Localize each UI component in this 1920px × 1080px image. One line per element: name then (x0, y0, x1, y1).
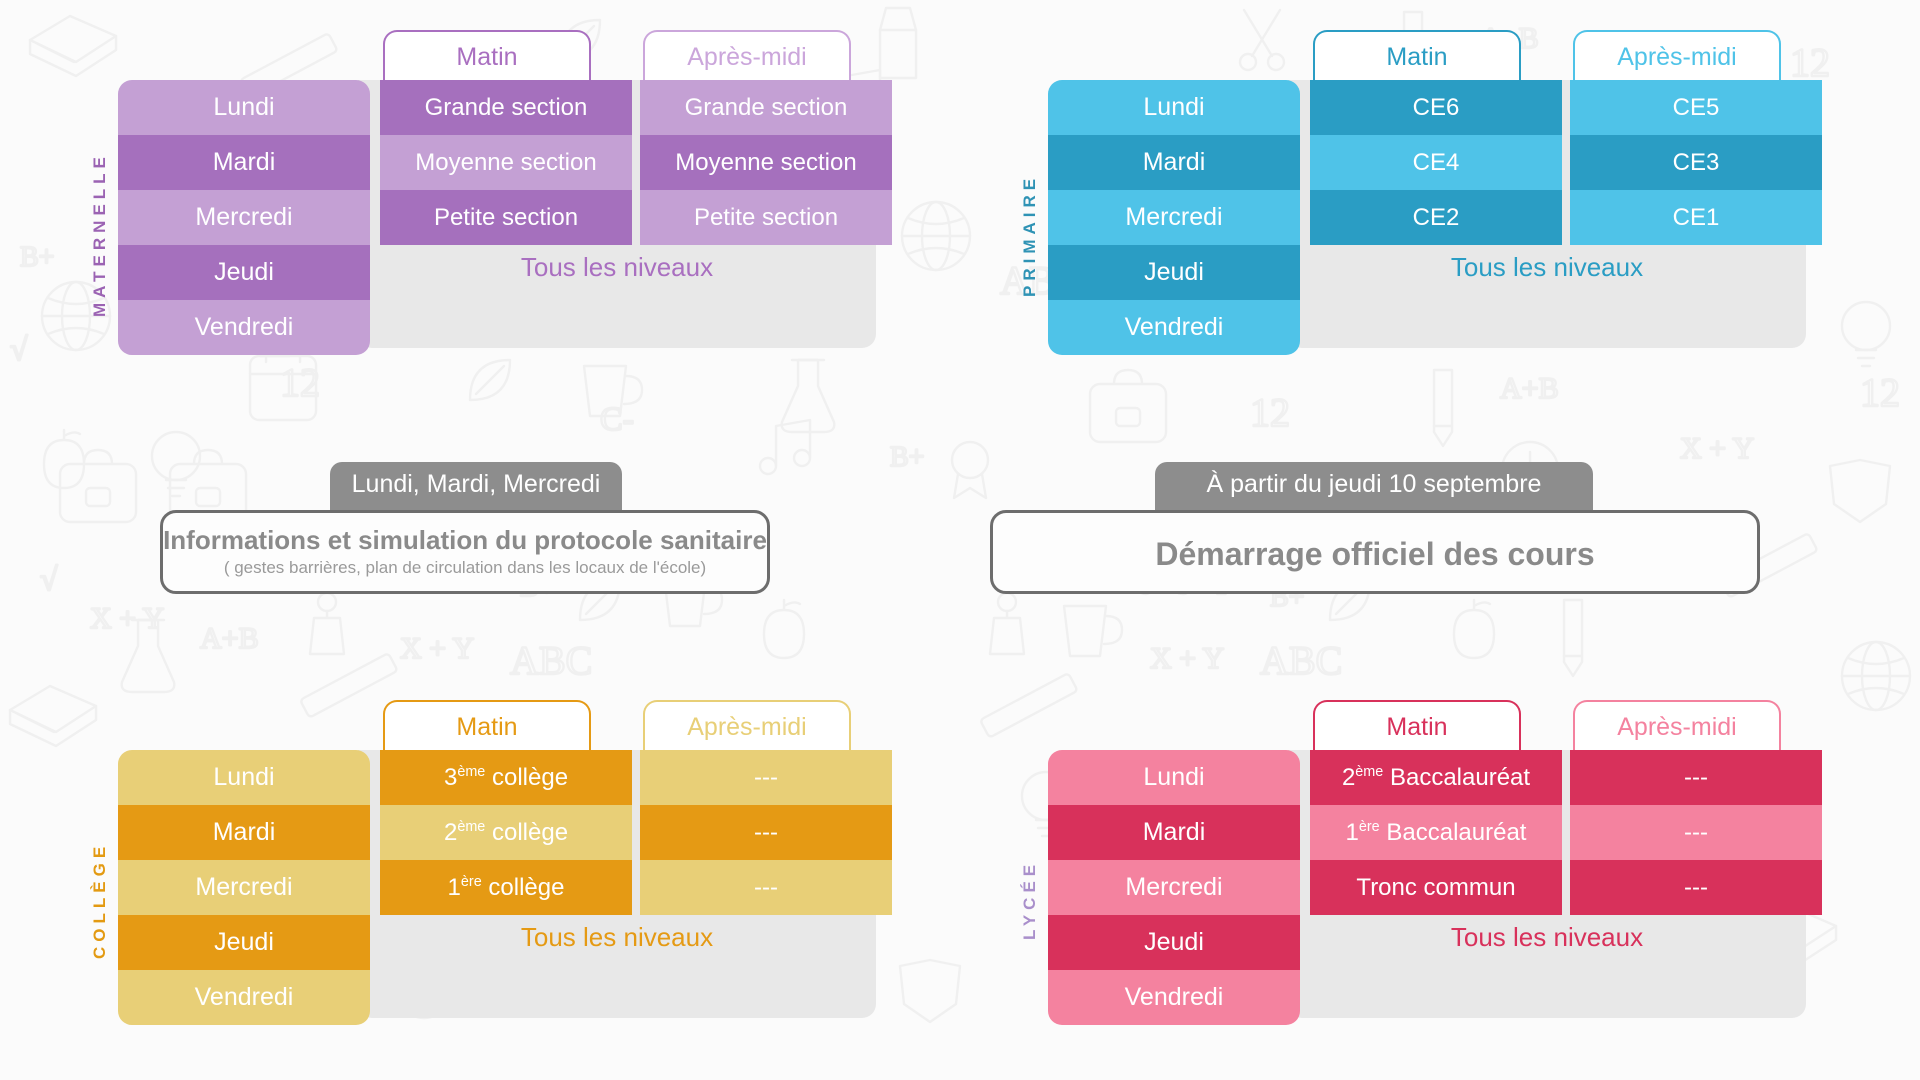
day-column-lycee: Lundi Mardi Mercredi Jeudi Vendredi (1048, 750, 1300, 1025)
afternoon-column-primaire: CE5 CE3 CE1 (1570, 80, 1822, 245)
session-cell: 1ère Baccalauréat (1310, 805, 1562, 860)
callout-body-demarrage: Démarrage officiel des cours (990, 510, 1760, 594)
day-cell: Lundi (118, 750, 370, 805)
session-cell: CE4 (1310, 135, 1562, 190)
section-label-maternelle: MATERNELLE (90, 152, 109, 318)
day-cell: Mercredi (118, 860, 370, 915)
afternoon-column-maternelle: Grande section Moyenne section Petite se… (640, 80, 892, 245)
morning-column-college: 3ème collège 2ème collège 1ère collège (380, 750, 632, 915)
morning-column-maternelle: Grande section Moyenne section Petite se… (380, 80, 632, 245)
session-cell: CE6 (1310, 80, 1562, 135)
day-cell: Jeudi (1048, 245, 1300, 300)
day-cell: Mardi (118, 805, 370, 860)
session-cell: Tronc commun (1310, 860, 1562, 915)
session-cell: Petite section (380, 190, 632, 245)
afternoon-column-lycee: --- --- --- (1570, 750, 1822, 915)
session-cell: --- (640, 860, 892, 915)
session-cell: Grande section (380, 80, 632, 135)
day-column-primaire: Lundi Mardi Mercredi Jeudi Vendredi (1048, 80, 1300, 355)
tab-header-morning-lycee: Matin (1313, 700, 1521, 752)
day-cell: Jeudi (118, 915, 370, 970)
session-cell: 2ème collège (380, 805, 632, 860)
session-cell: Grande section (640, 80, 892, 135)
session-cell: CE1 (1570, 190, 1822, 245)
session-cell: Moyenne section (380, 135, 632, 190)
day-cell: Mardi (1048, 135, 1300, 190)
session-cell: --- (1570, 750, 1822, 805)
callout-tag-protocole: Lundi, Mardi, Mercredi (330, 462, 622, 512)
day-cell: Lundi (1048, 80, 1300, 135)
day-cell: Vendredi (1048, 970, 1300, 1025)
day-cell: Lundi (118, 80, 370, 135)
afternoon-column-college: --- --- --- (640, 750, 892, 915)
session-cell: Petite section (640, 190, 892, 245)
day-cell: Mercredi (118, 190, 370, 245)
section-label-primaire: PRIMAIRE (1020, 173, 1039, 297)
tab-header-morning-maternelle: Matin (383, 30, 591, 82)
day-cell: Vendredi (1048, 300, 1300, 355)
callout-subtitle-protocole: ( gestes barrières, plan de circulation … (223, 558, 707, 577)
callout-title-demarrage: Démarrage officiel des cours (1155, 536, 1595, 572)
day-cell: Lundi (1048, 750, 1300, 805)
tab-header-morning-primaire: Matin (1313, 30, 1521, 82)
session-cell: CE3 (1570, 135, 1822, 190)
session-cell: --- (640, 750, 892, 805)
day-cell: Mardi (1048, 805, 1300, 860)
session-cell: CE5 (1570, 80, 1822, 135)
session-cell: --- (640, 805, 892, 860)
tab-header-afternoon-primaire: Après-midi (1573, 30, 1781, 82)
session-cell: Moyenne section (640, 135, 892, 190)
day-cell: Jeudi (1048, 915, 1300, 970)
session-cell: 1ère collège (380, 860, 632, 915)
day-cell: Mardi (118, 135, 370, 190)
day-cell: Mercredi (1048, 860, 1300, 915)
day-cell: Jeudi (118, 245, 370, 300)
section-label-college: COLLÈGE (90, 841, 109, 959)
day-column-maternelle: Lundi Mardi Mercredi Jeudi Vendredi (118, 80, 370, 355)
day-cell: Mercredi (1048, 190, 1300, 245)
tab-header-afternoon-lycee: Après-midi (1573, 700, 1781, 752)
tab-header-morning-college: Matin (383, 700, 591, 752)
session-cell: --- (1570, 860, 1822, 915)
callout-body-protocole: Informations et simulation du protocole … (160, 510, 770, 594)
session-cell: CE2 (1310, 190, 1562, 245)
morning-column-lycee: 2ème Baccalauréat 1ère Baccalauréat Tron… (1310, 750, 1562, 915)
section-label-lycee: LYCÉE (1020, 859, 1039, 941)
day-cell: Vendredi (118, 300, 370, 355)
tab-header-afternoon-maternelle: Après-midi (643, 30, 851, 82)
callout-tag-demarrage: À partir du jeudi 10 septembre (1155, 462, 1593, 512)
day-cell: Vendredi (118, 970, 370, 1025)
morning-column-primaire: CE6 CE4 CE2 (1310, 80, 1562, 245)
session-cell: 2ème Baccalauréat (1310, 750, 1562, 805)
tab-header-afternoon-college: Après-midi (643, 700, 851, 752)
session-cell: 3ème collège (380, 750, 632, 805)
day-column-college: Lundi Mardi Mercredi Jeudi Vendredi (118, 750, 370, 1025)
session-cell: --- (1570, 805, 1822, 860)
callout-title-protocole: Informations et simulation du protocole … (163, 525, 767, 555)
